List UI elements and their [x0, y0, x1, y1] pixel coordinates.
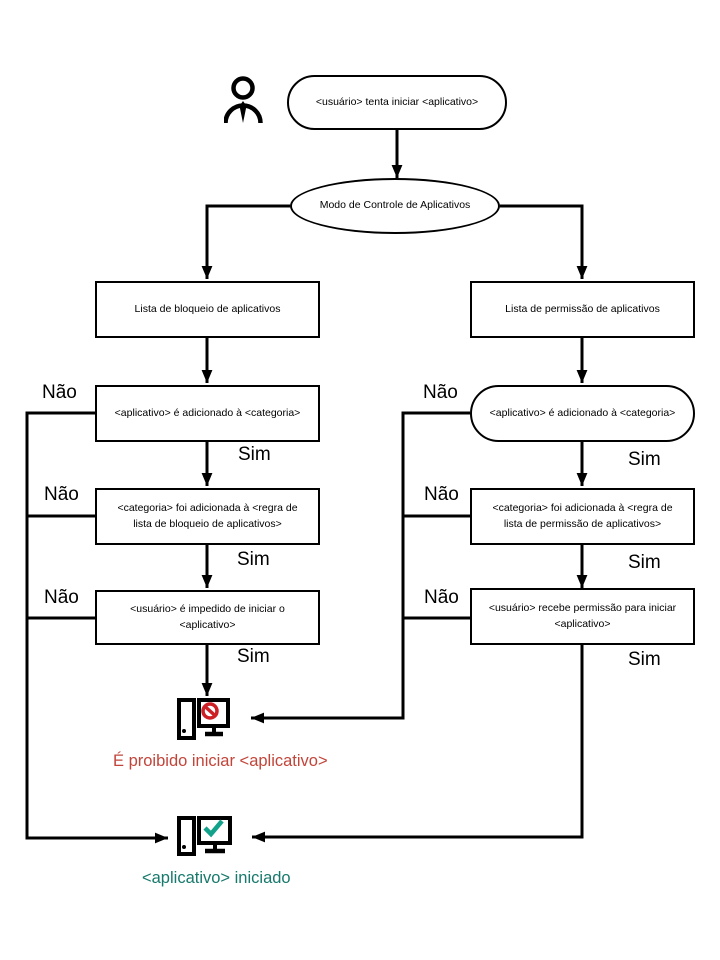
yes-label: Sim	[237, 646, 270, 667]
user-icon	[224, 76, 263, 124]
node-left-step3-label: <usuário> é impedido de iniciar o <aplic…	[130, 603, 285, 631]
no-label: Não	[42, 382, 77, 403]
edge-mode-to-blocklist	[201, 204, 290, 279]
started-result-text: <aplicativo> iniciado	[142, 869, 291, 887]
node-blocklist-header: Lista de bloqueio de aplicativos	[95, 281, 320, 338]
node-allowlist-header-label: Lista de permissão de aplicativos	[505, 302, 660, 315]
computer-check-icon	[177, 816, 232, 856]
computer-prohibited-icon	[177, 698, 230, 740]
node-start: <usuário> tenta iniciar <aplicativo>	[287, 75, 507, 130]
node-right-step1-label: <aplicativo> é adicionado à <categoria>	[489, 406, 676, 419]
edge-right-sim3-to-started	[252, 645, 584, 843]
edge-right-nao-rail-to-blocked	[251, 411, 470, 724]
no-label: Não	[423, 382, 458, 403]
node-blocklist-header-label: Lista de bloqueio de aplicativos	[134, 302, 281, 315]
node-allowlist-header: Lista de permissão de aplicativos	[470, 281, 695, 338]
node-right-step2: <categoria> foi adicionada à <regra de l…	[470, 488, 695, 545]
node-right-step1: <aplicativo> é adicionado à <categoria>	[470, 385, 695, 442]
node-right-step3-label: <usuário> recebe permissão para iniciar …	[488, 602, 677, 630]
yes-label: Sim	[238, 444, 271, 465]
no-label: Não	[424, 484, 459, 505]
yes-label: Sim	[628, 449, 661, 470]
checkmark-glyph	[203, 819, 224, 838]
node-right-step3: <usuário> recebe permissão para iniciar …	[470, 588, 695, 645]
prohibition-sign	[201, 702, 219, 720]
node-start-label: <usuário> tenta iniciar <aplicativo>	[315, 95, 479, 108]
node-left-step2-label: <categoria> foi adicionada à <regra de l…	[117, 502, 298, 530]
no-label: Não	[44, 484, 79, 505]
node-left-step1-label: <aplicativo> é adicionado à <categoria>	[114, 406, 301, 419]
node-left-step2: <categoria> foi adicionada à <regra de l…	[95, 488, 320, 545]
yes-label: Sim	[237, 549, 270, 570]
edge-mode-to-allowlist	[500, 204, 588, 279]
yes-label: Sim	[628, 649, 661, 670]
no-label: Não	[44, 587, 79, 608]
node-left-step3: <usuário> é impedido de iniciar o <aplic…	[95, 590, 320, 645]
node-mode: Modo de Controle de Aplicativos	[290, 178, 500, 234]
yes-label: Sim	[628, 552, 661, 573]
edge-left-nao-rail-to-started	[25, 411, 168, 844]
blocked-result-text: É proibido iniciar <aplicativo>	[113, 752, 328, 770]
node-right-step2-label: <categoria> foi adicionada à <regra de l…	[492, 502, 673, 530]
node-mode-label: Modo de Controle de Aplicativos	[319, 199, 471, 212]
node-left-step1: <aplicativo> é adicionado à <categoria>	[95, 385, 320, 442]
no-label: Não	[424, 587, 459, 608]
